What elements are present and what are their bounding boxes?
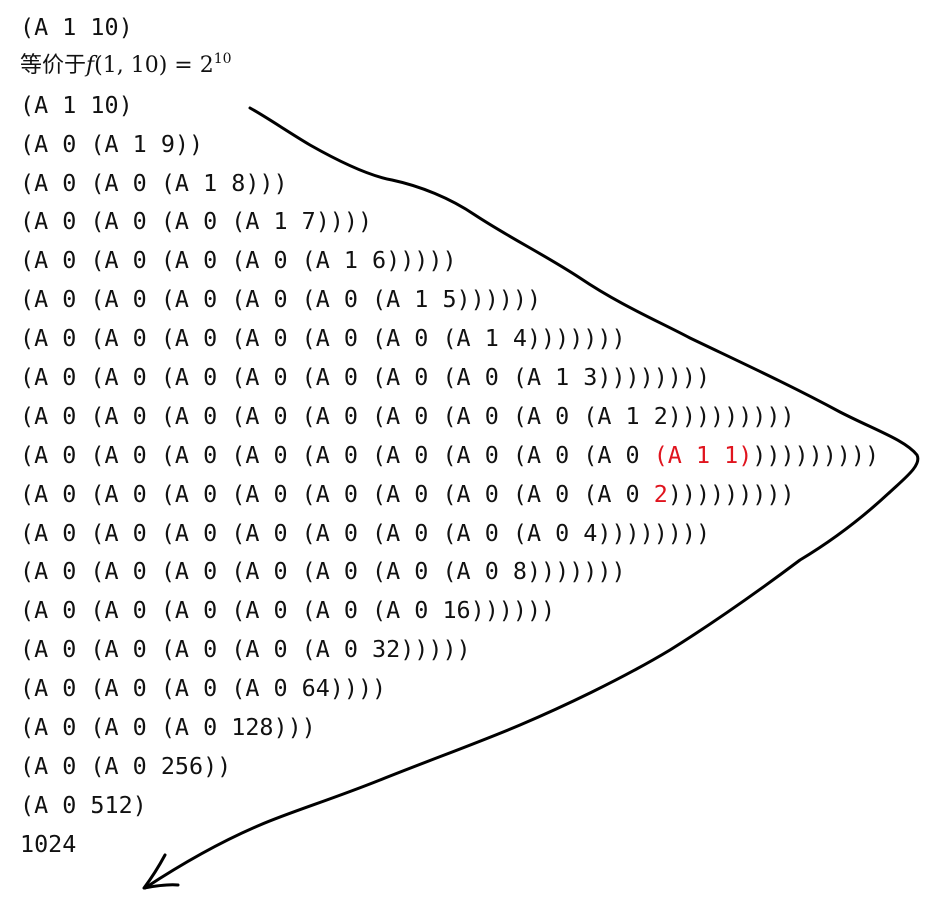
trace-line: (A 0 (A 0 256)) xyxy=(20,747,879,786)
trace-line: (A 0 (A 0 (A 0 (A 0 (A 0 (A 1 5)))))) xyxy=(20,280,879,319)
trace-text: (A 0 (A 1 9)) xyxy=(20,129,204,158)
trace-text: (A 0 (A 0 (A 0 (A 0 (A 0 (A 0 (A 0 (A 0 … xyxy=(20,518,711,547)
trace-text: (A 0 (A 0 (A 0 (A 0 (A 0 (A 1 5)))))) xyxy=(20,285,542,314)
trace-text: (A 0 (A 0 (A 0 (A 0 (A 0 (A 0 (A 0 (A 0 … xyxy=(20,479,654,508)
trace-line: (A 0 (A 0 (A 0 (A 1 7)))) xyxy=(20,202,879,241)
trace-text: 1024 xyxy=(20,829,77,858)
trace-line: (A 0 (A 0 (A 0 (A 0 (A 1 6))))) xyxy=(20,241,879,280)
trace-line: (A 0 (A 0 (A 0 (A 0 (A 0 32))))) xyxy=(20,630,879,669)
trace-text: (A 0 (A 0 (A 0 (A 1 7)))) xyxy=(20,207,373,236)
trace-text: (A 0 (A 0 (A 1 8))) xyxy=(20,168,288,197)
trace-line: (A 0 (A 0 (A 1 8))) xyxy=(20,164,879,203)
trace-line: (A 0 (A 0 (A 0 (A 0 (A 0 (A 0 (A 0 (A 0 … xyxy=(20,514,879,553)
equivalence-prefix: 等价于 xyxy=(20,52,87,78)
trace-line: (A 0 (A 0 (A 0 (A 0 (A 0 (A 0 (A 0 (A 0 … xyxy=(20,436,879,475)
trace-line: (A 0 (A 0 (A 0 (A 0 (A 0 (A 0 (A 0 8))))… xyxy=(20,552,879,591)
trace-line: (A 0 (A 0 (A 0 (A 0 (A 0 (A 0 (A 0 (A 0 … xyxy=(20,397,879,436)
trace-text: (A 0 512) xyxy=(20,790,147,819)
header-call: (A 1 10) xyxy=(20,13,133,41)
trace-closing: ))))))))) xyxy=(667,479,795,508)
trace-line: (A 0 (A 0 (A 0 128))) xyxy=(20,708,879,747)
trace-line: (A 0 512) xyxy=(20,786,879,825)
equivalence-line: 等价于f(1, 10) = 210 xyxy=(20,47,879,86)
exponent: 10 xyxy=(213,50,232,67)
trace-text: (A 0 (A 0 (A 0 128))) xyxy=(20,713,316,742)
trace-text: (A 0 (A 0 256)) xyxy=(20,751,232,780)
trace-text: (A 0 (A 0 (A 0 (A 0 (A 0 (A 0 (A 0 (A 0 … xyxy=(20,401,795,430)
trace-text: (A 0 (A 0 (A 0 (A 0 (A 1 6))))) xyxy=(20,246,457,275)
trace-text: (A 0 (A 0 (A 0 (A 0 64)))) xyxy=(20,674,387,703)
trace-text: (A 1 10) xyxy=(20,90,133,119)
trace-line: (A 0 (A 0 (A 0 (A 0 (A 0 (A 0 (A 0 (A 1 … xyxy=(20,358,879,397)
trace-line: 1024 xyxy=(20,825,879,864)
trace-line: (A 0 (A 0 (A 0 (A 0 (A 0 (A 0 (A 1 4))))… xyxy=(20,319,879,358)
expansion-steps: (A 1 10) (A 0 (A 1 9)) (A 0 (A 0 (A 1 8)))… xyxy=(20,86,879,864)
highlighted-term: (A 1 1) xyxy=(653,440,753,469)
function-name: f xyxy=(86,52,95,78)
trace-text: (A 0 (A 0 (A 0 (A 0 (A 0 (A 0 (A 0 8))))… xyxy=(20,557,626,586)
trace-line: (A 0 (A 0 (A 0 (A 0 (A 0 (A 0 16)))))) xyxy=(20,591,879,630)
trace-closing: ))))))))) xyxy=(752,440,880,469)
function-args: (1, 10) = 2 xyxy=(94,52,214,78)
trace-line: (A 1 10) xyxy=(20,86,879,125)
trace-line: (A 0 (A 0 (A 0 (A 0 64)))) xyxy=(20,669,879,708)
trace-text: (A 0 (A 0 (A 0 (A 0 (A 0 (A 0 (A 1 4))))… xyxy=(20,324,626,353)
trace-text: (A 0 (A 0 (A 0 (A 0 (A 0 32))))) xyxy=(20,635,471,664)
trace-text: (A 0 (A 0 (A 0 (A 0 (A 0 (A 0 16)))))) xyxy=(20,596,556,625)
trace-line: (A 0 (A 0 (A 0 (A 0 (A 0 (A 0 (A 0 (A 0 … xyxy=(20,475,879,514)
trace-line: (A 0 (A 1 9)) xyxy=(20,125,879,164)
trace-text: (A 0 (A 0 (A 0 (A 0 (A 0 (A 0 (A 0 (A 0 … xyxy=(20,440,654,469)
highlighted-term: 2 xyxy=(653,479,668,508)
trace-text: (A 0 (A 0 (A 0 (A 0 (A 0 (A 0 (A 0 (A 1 … xyxy=(20,363,711,392)
evaluation-trace: (A 1 10) 等价于f(1, 10) = 210 (A 1 10) (A 0 … xyxy=(20,8,879,864)
